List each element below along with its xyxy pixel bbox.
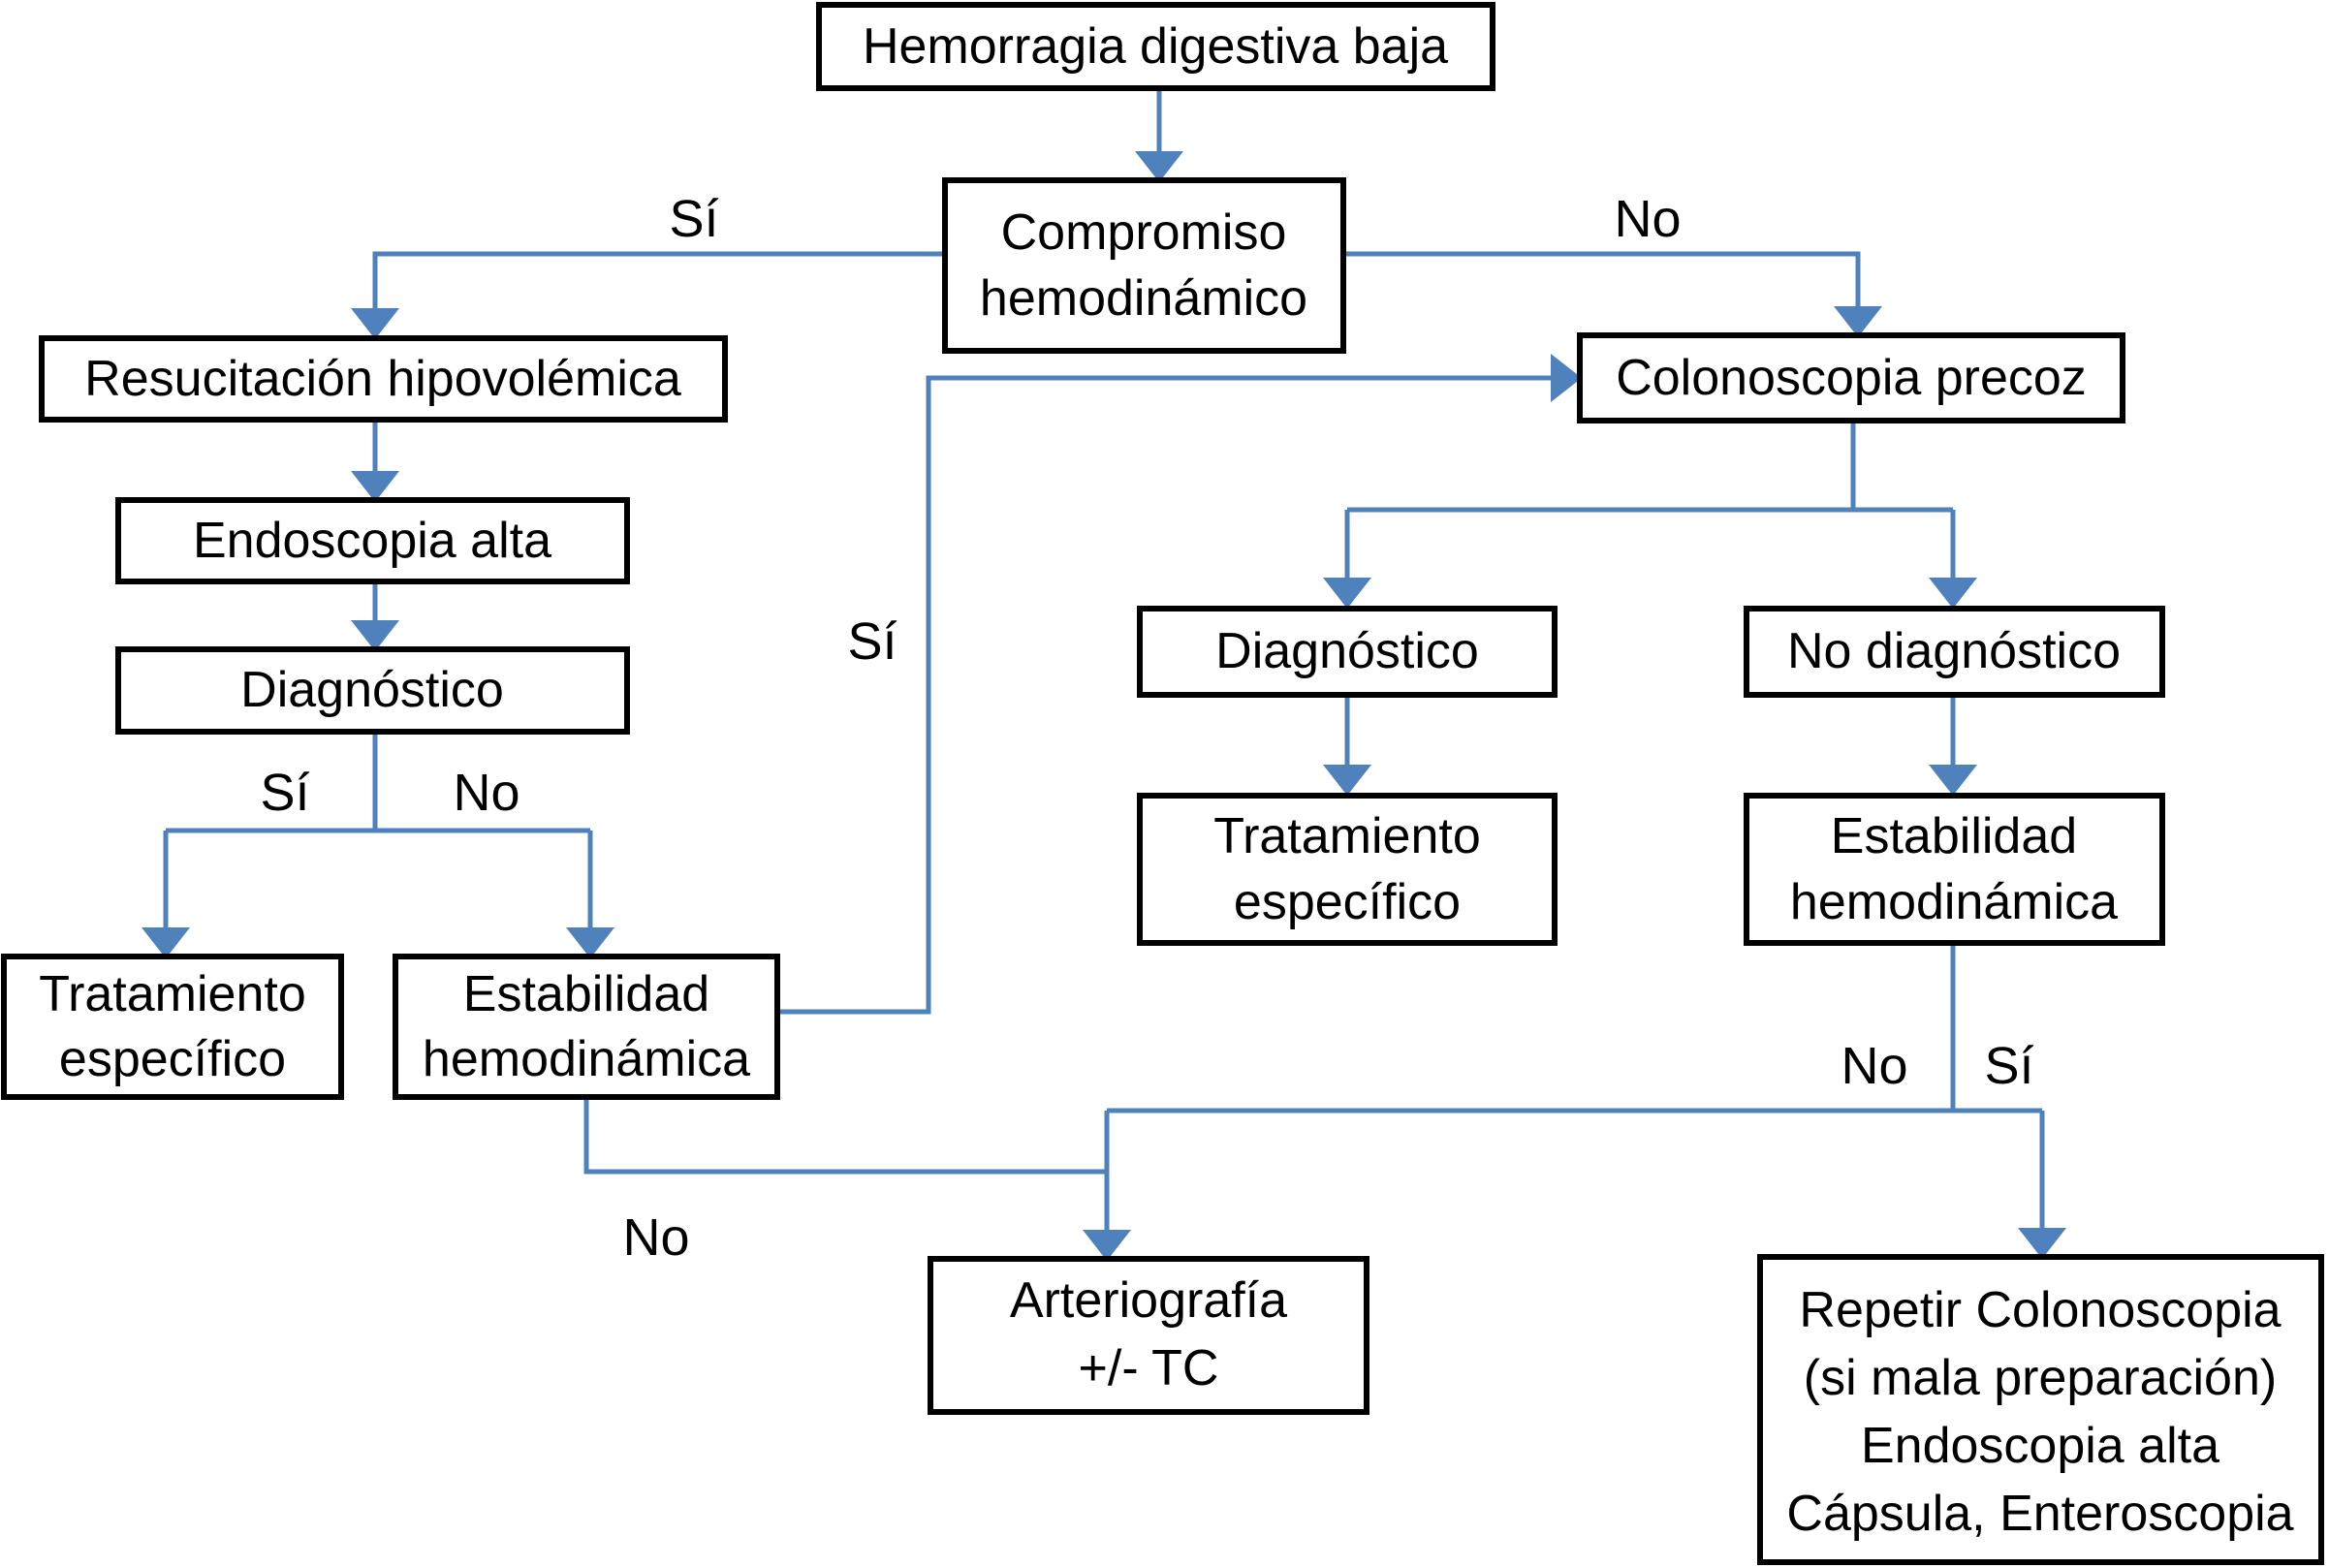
node-compromiso-label-line-1: Compromiso bbox=[1001, 204, 1287, 261]
label-compromiso-si: Sí bbox=[669, 190, 718, 248]
label-estabilidad-izq-no: No bbox=[622, 1208, 689, 1267]
arrowhead-into-no-diagnostico bbox=[1929, 578, 1977, 609]
node-repetir-label-line-1: Repetir Colonoscopia bbox=[1799, 1282, 2281, 1338]
arrowhead-into-resucitacion bbox=[351, 308, 399, 339]
node-hemorragia-label: Hemorragia digestiva baja bbox=[863, 18, 1448, 75]
node-estabilidad-izq-label-line-1: Estabilidad bbox=[463, 966, 709, 1022]
node-arteriografia-label-line-1: Arteriografía bbox=[1010, 1272, 1287, 1329]
node-tratamiento-izq-label-line-2: específico bbox=[59, 1031, 286, 1087]
arrowhead-into-repetir bbox=[2018, 1228, 2066, 1259]
node-arteriografia-label-line-2: +/- TC bbox=[1079, 1340, 1219, 1396]
arrowhead-into-estabilidad-der bbox=[1929, 765, 1977, 796]
arrowhead-into-colonoscopia-top bbox=[1834, 306, 1882, 337]
node-resucitacion-label: Resucitación hipovolémica bbox=[84, 351, 681, 407]
node-hemorragia-box bbox=[816, 2, 1495, 91]
node-estabilidad-izq-label-line-2: hemodinámica bbox=[423, 1031, 750, 1087]
arrowhead-into-diagnostico-der bbox=[1323, 578, 1371, 609]
node-diagnostico-der-label: Diagnóstico bbox=[1215, 623, 1479, 679]
node-tratamiento-der-label-line-1: Tratamiento bbox=[1213, 808, 1481, 864]
arrowhead-into-compromiso bbox=[1135, 151, 1183, 182]
node-repetir-label-line-2: (si mala preparación) bbox=[1804, 1350, 2277, 1406]
node-colonoscopia-label: Colonoscopia precoz bbox=[1616, 350, 2087, 406]
label-diagnostico-izq-si: Sí bbox=[260, 764, 309, 822]
node-resucitacion-box bbox=[39, 335, 728, 423]
node-endoscopia-alta-box bbox=[115, 497, 630, 584]
arrowhead-into-tratamiento-izq bbox=[142, 927, 190, 958]
arrowhead-into-tratamiento-der bbox=[1323, 765, 1371, 796]
edge-compromiso-no bbox=[1343, 251, 1861, 308]
node-tratamiento-izq-label-line-1: Tratamiento bbox=[39, 966, 306, 1022]
node-diagnostico-izq-label: Diagnóstico bbox=[240, 662, 504, 718]
node-tratamiento-der-box bbox=[1137, 793, 1558, 946]
edge-compromiso-si bbox=[372, 251, 945, 310]
node-compromiso-label-line-2: hemodinámico bbox=[980, 270, 1307, 327]
node-repetir-label-line-3: Endoscopia alta bbox=[1861, 1418, 2219, 1474]
node-arteriografia-box bbox=[928, 1256, 1369, 1415]
node-diagnostico-izq-box bbox=[115, 646, 630, 735]
node-tratamiento-izq-box bbox=[1, 954, 344, 1100]
node-estabilidad-izq-box bbox=[393, 954, 780, 1100]
node-estabilidad-der-label-line-2: hemodinámica bbox=[1790, 874, 2118, 930]
arrowhead-into-diagnostico-izq bbox=[351, 620, 399, 651]
label-estabilidad-der-no: No bbox=[1841, 1037, 1907, 1095]
node-diagnostico-der-box bbox=[1137, 606, 1558, 698]
node-repetir-box bbox=[1757, 1254, 2324, 1565]
label-compromiso-no: No bbox=[1614, 190, 1681, 248]
node-endoscopia-alta-label: Endoscopia alta bbox=[193, 513, 551, 569]
node-estabilidad-der-label-line-1: Estabilidad bbox=[1831, 808, 2077, 864]
label-estabilidad-der-si: Sí bbox=[1984, 1037, 2033, 1095]
node-no-diagnostico-label: No diagnóstico bbox=[1787, 623, 2121, 679]
node-colonoscopia-box bbox=[1577, 332, 2125, 423]
node-tratamiento-der-label-line-2: específico bbox=[1234, 874, 1461, 930]
node-estabilidad-der-box bbox=[1744, 793, 2165, 946]
arrowhead-into-estabilidad-izq bbox=[566, 927, 614, 958]
edge-estabilidad-izq-si-feedback bbox=[777, 375, 1551, 1015]
arrowhead-into-endoscopia bbox=[351, 471, 399, 502]
label-diagnostico-izq-no: No bbox=[453, 764, 519, 822]
arrowhead-into-arteriografia bbox=[1083, 1230, 1131, 1261]
node-no-diagnostico-box bbox=[1744, 606, 2165, 698]
node-compromiso-box bbox=[942, 177, 1346, 354]
node-repetir-label-line-4: Cápsula, Enteroscopia bbox=[1786, 1486, 2293, 1542]
label-estabilidad-izq-si: Sí bbox=[847, 612, 897, 671]
arrowhead-into-colonoscopia-left bbox=[1551, 354, 1582, 402]
edge-estabilidad-izq-no bbox=[583, 1097, 1107, 1175]
